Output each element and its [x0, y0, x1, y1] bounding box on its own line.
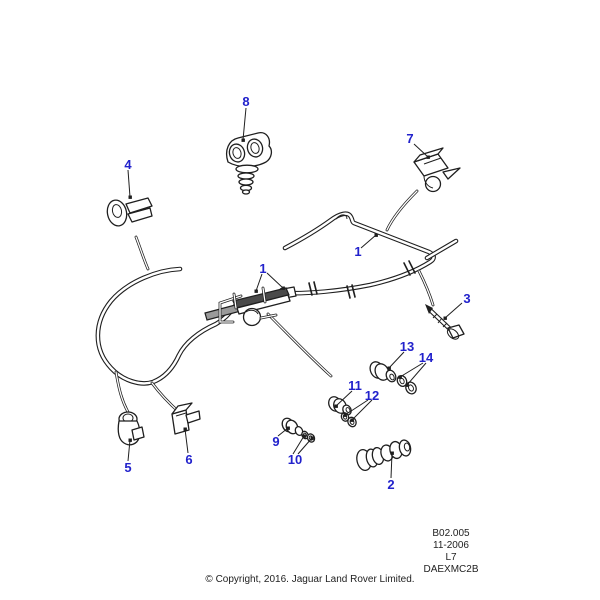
- callout-label-1a[interactable]: 1: [259, 261, 266, 276]
- callout-label-1b[interactable]: 1: [354, 244, 361, 259]
- part-3-artwork: [425, 304, 465, 340]
- part-4-disc: [106, 199, 128, 227]
- pipe-clip-ticks: [308, 260, 416, 299]
- part-7-artwork: [413, 147, 461, 193]
- part-4-artwork: [106, 197, 153, 227]
- callout-label-13[interactable]: 13: [400, 339, 414, 354]
- callout-label-5[interactable]: 5: [124, 460, 131, 475]
- part-4-jaw: [125, 197, 153, 214]
- callout-label-14[interactable]: 14: [419, 350, 434, 365]
- bracket-grommet: [242, 307, 262, 327]
- part-2-artwork: [356, 439, 412, 472]
- part-5-artwork: [117, 411, 145, 446]
- doc-ref-code: L7: [445, 552, 457, 563]
- callout-label-6[interactable]: 6: [185, 452, 192, 467]
- part-12-oring-2: [347, 416, 357, 428]
- callout-label-4[interactable]: 4: [124, 157, 132, 172]
- leader-lines: [127, 107, 463, 479]
- doc-ref-number: B02.005: [432, 528, 470, 539]
- part-8-collar: [235, 164, 259, 174]
- callout-label-2[interactable]: 2: [387, 477, 394, 492]
- bracket-assembly-artwork: [204, 286, 291, 327]
- part-8-artwork: [225, 132, 273, 195]
- callout-label-11[interactable]: 11: [348, 378, 362, 393]
- callout-label-3[interactable]: 3: [463, 291, 470, 306]
- callout-label-7[interactable]: 7: [406, 131, 413, 146]
- pipe-hook-curl: [335, 214, 348, 220]
- part-9-10-artwork: [281, 417, 316, 443]
- callout-label-10[interactable]: 10: [288, 452, 302, 467]
- part-3-tip: [425, 304, 433, 314]
- callout-label-8[interactable]: 8: [242, 94, 249, 109]
- copyright-notice: © Copyright, 2016. Jaguar Land Rover Lim…: [205, 574, 414, 585]
- doc-ref-drawing: DAEXMC2B: [423, 564, 478, 575]
- callout-label-12[interactable]: 12: [365, 388, 379, 403]
- part-11-12-artwork: [328, 396, 357, 428]
- doc-ref-date: 11-2006: [433, 540, 469, 551]
- pipe-left-loop: [95, 266, 238, 386]
- part-6-artwork: [171, 402, 201, 435]
- doc-reference-block: B02.005 11-2006 L7 DAEXMC2B: [423, 528, 478, 575]
- callout-label-9[interactable]: 9: [272, 434, 279, 449]
- callout-labels: 8 7 4 1 1 3 13 14 11 12 9 10 5 6 2: [124, 94, 470, 492]
- part-7-loop: [424, 175, 442, 193]
